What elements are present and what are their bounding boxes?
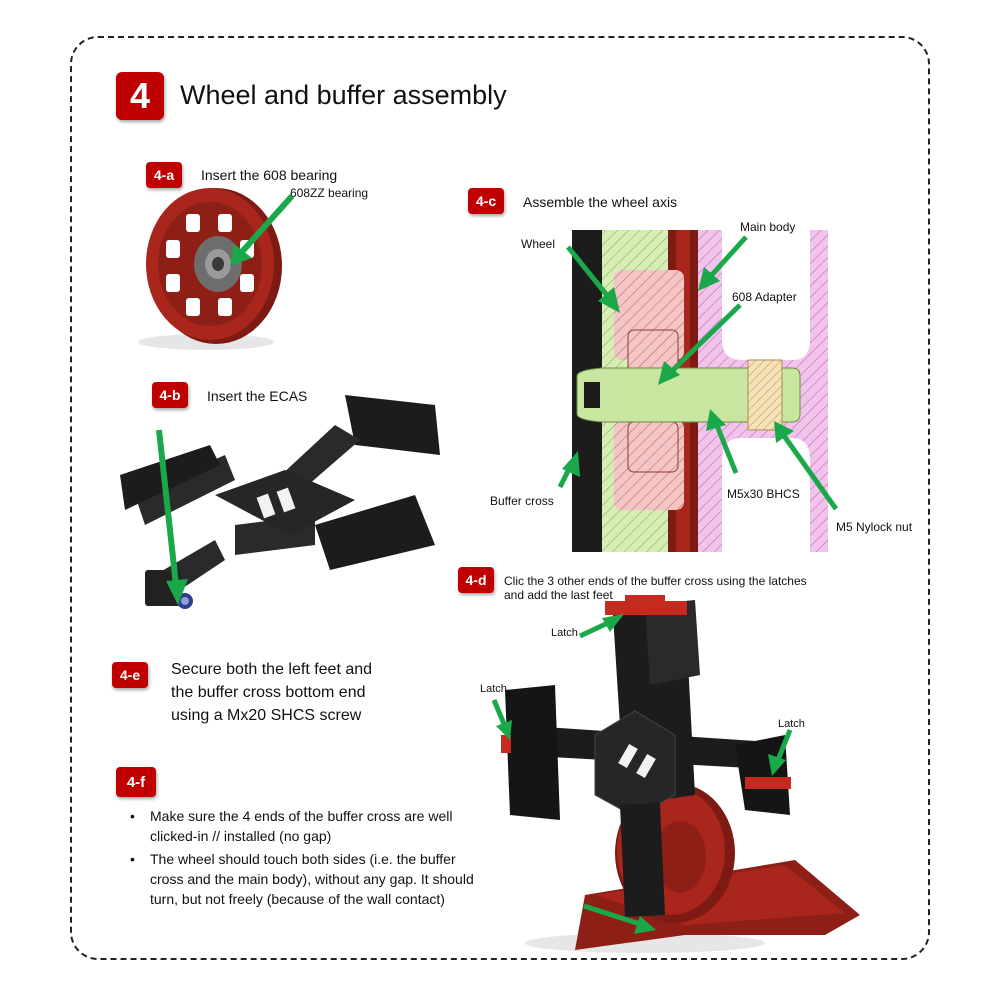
bearing-arrow-icon xyxy=(230,193,295,266)
step-f-badge: 4-f xyxy=(116,767,156,797)
bearing-callout: 608ZZ bearing xyxy=(290,186,369,200)
step-b-badge: 4-b xyxy=(152,382,188,408)
step-d-label-line2: and add the last feet xyxy=(504,588,613,602)
main-body-callout: Main body xyxy=(740,220,796,234)
latch-left-callout: Latch xyxy=(480,683,507,695)
checklist-item-1: Make sure the 4 ends of the buffer cross… xyxy=(128,806,478,846)
axis-callout-arrows xyxy=(557,235,839,511)
latch-top-callout: Latch xyxy=(551,627,578,639)
step-e-line-3: using a Mx20 SHCS screw xyxy=(171,707,362,724)
step-a-label: Insert the 608 bearing xyxy=(201,167,338,183)
checklist-item-2: The wheel should touch both sides (i.e. … xyxy=(128,849,478,909)
step-number-badge: 4 xyxy=(116,72,164,120)
latch-right-callout: Latch xyxy=(778,718,805,730)
wheel-callout: Wheel xyxy=(521,237,556,251)
step-e-badge: 4-e xyxy=(112,662,148,688)
step-d-label-line1: Clic the 3 other ends of the buffer cros… xyxy=(504,574,807,588)
latch-arrows xyxy=(491,614,793,934)
wheel-bearing-illustration xyxy=(138,188,282,350)
final-assembly-illustration xyxy=(501,595,860,953)
step-b-label: Insert the ECAS xyxy=(207,388,308,404)
nut-callout: M5 Nylock nut xyxy=(836,520,913,534)
bhcs-callout: M5x30 BHCS xyxy=(727,487,800,501)
step-d-badge: 4-d xyxy=(458,567,494,593)
step-e-line-1: Secure both the left feet and xyxy=(171,661,373,678)
page-frame xyxy=(70,36,930,960)
buffer-cross-callout: Buffer cross xyxy=(490,494,554,508)
step-f-checklist: Make sure the 4 ends of the buffer cross… xyxy=(128,806,478,912)
adapter-callout: 608 Adapter xyxy=(732,290,797,304)
step-e-text: Secure both the left feet and the buffer… xyxy=(171,658,372,727)
ecas-buffer-cross-illustration xyxy=(120,395,440,609)
step-c-label: Assemble the wheel axis xyxy=(523,194,678,210)
ecas-arrow-icon xyxy=(156,429,188,605)
page-title: Wheel and buffer assembly xyxy=(180,80,507,110)
step-e-line-2: the buffer cross bottom end xyxy=(171,684,366,701)
step-a-badge: 4-a xyxy=(146,162,182,188)
step-c-badge: 4-c xyxy=(468,188,504,214)
